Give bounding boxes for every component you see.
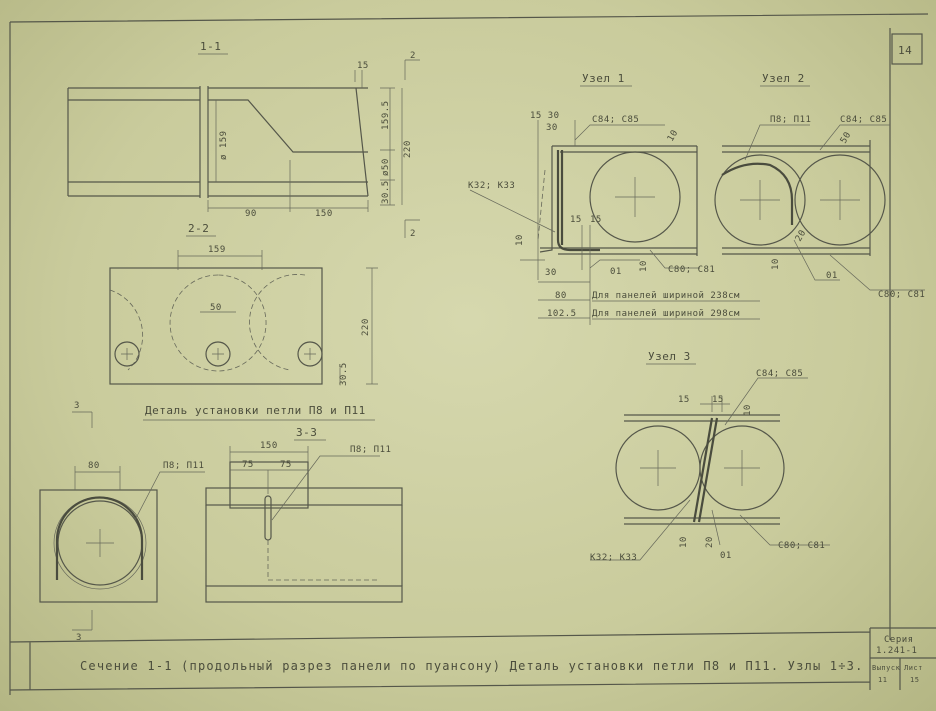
dim-50: 50 <box>210 303 222 313</box>
dim-15-right: 15 <box>712 395 724 405</box>
section-title: 1-1 <box>200 40 221 53</box>
dim-10-top: 10 <box>743 404 753 416</box>
section-3-3: 3-3 150 75 75 П8; П11 <box>205 426 403 603</box>
cut-mark: 3 <box>74 401 80 411</box>
node-1: Узел 1 15 30 30 С84; С85 10 К32; К33 15 … <box>468 72 760 325</box>
loop-label: П8; П11 <box>770 115 811 125</box>
dim-150: 150 <box>315 209 333 219</box>
drawing-caption: Сечение 1-1 (продольный разрез панели по… <box>80 659 864 673</box>
node-2: Узел 2 П8; П11 С84; С85 50 10 20 01 С80;… <box>714 72 925 300</box>
loop-label: П8; П11 <box>350 445 391 455</box>
dim-15-left: 15 <box>678 395 690 405</box>
section-title: 2-2 <box>188 222 209 235</box>
label-01: 01 <box>826 271 838 281</box>
loop-detail: Деталь установки петли П8 и П11 3 3 80 П… <box>39 401 403 643</box>
node-title: Узел 2 <box>762 72 805 85</box>
dim-10: 10 <box>771 258 781 270</box>
dim-15: 15 <box>357 61 369 71</box>
label-01: 01 <box>610 267 622 277</box>
dim-75-left: 75 <box>242 460 254 470</box>
node-top-label: С84; С85 <box>592 115 639 125</box>
series-value: 1.241-1 <box>876 646 917 656</box>
width-value: 80 <box>555 291 567 301</box>
dim-10-bottom: 10 <box>679 536 689 548</box>
dim-diameter: ø 159 <box>219 130 229 160</box>
dim-15-right: 15 <box>590 215 602 225</box>
dim-220: 220 <box>361 318 371 336</box>
detail-title: Деталь установки петли П8 и П11 <box>145 404 366 417</box>
dim-15-left: 15 <box>570 215 582 225</box>
series-label: Серия <box>884 635 914 645</box>
node-left-label: К32; К33 <box>468 181 515 191</box>
section-1-1: 1-1 15 2 2 159.5 220 ø 159 ø50 30.5 90 1… <box>67 40 420 239</box>
section-2-2: 2-2 159 50 220 30.5 <box>109 222 378 386</box>
section-title: 3-3 <box>296 426 317 439</box>
issue-value: 11 <box>878 676 887 684</box>
cut-mark-bottom: 3 <box>76 633 82 643</box>
issue-label: Выпуск <box>872 664 901 672</box>
dim-10-left: 10 <box>515 234 525 246</box>
node-3: Узел 3 С84; С85 15 15 10 К32; К33 20 10 … <box>590 350 830 563</box>
dim-15-30: 15 30 <box>530 111 560 121</box>
node-bottom-label: С80; С81 <box>878 290 925 300</box>
node-title: Узел 3 <box>648 350 691 363</box>
width-value: 102.5 <box>547 309 577 319</box>
sheet-label: Лист <box>904 664 923 672</box>
dim-50: ø50 <box>381 158 391 176</box>
dim-220: 220 <box>403 140 413 158</box>
node-left-label: К32; К33 <box>590 553 637 563</box>
dim-150: 150 <box>260 441 278 451</box>
dim-80: 80 <box>88 461 100 471</box>
dim-90: 90 <box>245 209 257 219</box>
cut-mark: 2 <box>410 51 416 61</box>
dim-159-5: 159.5 <box>381 100 391 130</box>
dim-20: 20 <box>705 536 715 548</box>
dim-30-5: 30.5 <box>339 362 349 386</box>
dim-50: 50 <box>839 130 854 145</box>
node-top-label: С84; С85 <box>756 369 803 379</box>
loop-label: П8; П11 <box>163 461 204 471</box>
sheet-number-box <box>891 33 923 65</box>
sheet-value: 15 <box>910 676 919 684</box>
width-note: Для панелей шириной 298см <box>592 309 740 319</box>
width-note: Для панелей шириной 238см <box>592 291 740 301</box>
node-bottom-label: С80; С81 <box>668 265 715 275</box>
dim-30-5: 30.5 <box>381 180 391 204</box>
dim-10-top: 10 <box>666 128 681 143</box>
sheet-frame: 14 <box>9 13 929 695</box>
node-bottom-label: С80; С81 <box>778 541 825 551</box>
dim-159: 159 <box>208 245 226 255</box>
label-01: 01 <box>720 551 732 561</box>
dim-10-bottom: 10 <box>639 260 649 272</box>
dim-30: 30 <box>546 123 558 133</box>
node-top-label: С84; С85 <box>840 115 887 125</box>
cut-mark-bottom: 2 <box>410 229 416 239</box>
node-title: Узел 1 <box>582 72 625 85</box>
title-block: Сечение 1-1 (продольный разрез панели по… <box>9 627 936 691</box>
dim-30-bottom: 30 <box>545 268 557 278</box>
dim-75-right: 75 <box>280 460 292 470</box>
sheet-number: 14 <box>898 44 912 57</box>
